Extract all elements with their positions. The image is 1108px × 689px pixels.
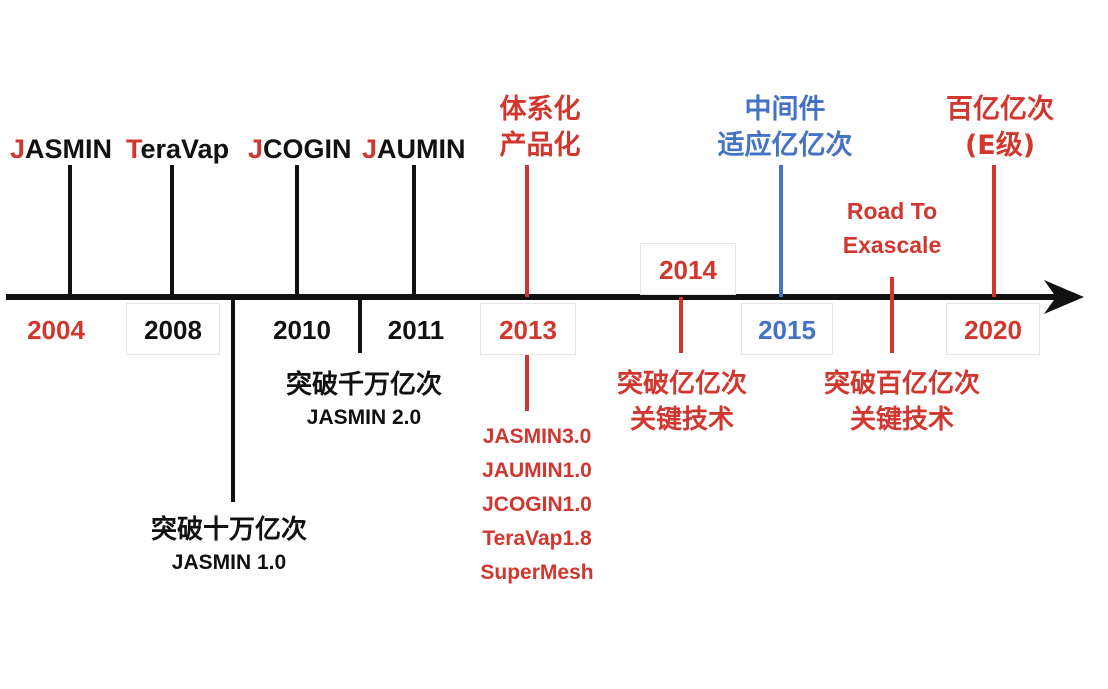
year-2020: 2020: [946, 303, 1040, 355]
year-2013: 2013: [480, 303, 576, 355]
milestone-2015-top: 中间件适应亿亿次: [717, 94, 853, 161]
year-2011: 2011: [366, 303, 466, 355]
year-2015: 2015: [741, 303, 833, 355]
product-jaumin: JAUMIN: [362, 134, 466, 164]
product-jcogin: JCOGIN: [248, 134, 352, 164]
product-jasmin: JASMIN: [10, 134, 113, 164]
year-2010: 2010: [250, 303, 354, 355]
milestone-below-2014: 突破亿亿次关键技术: [616, 369, 748, 435]
milestone-below-2010: 突破千万亿次 JASMIN 2.0: [285, 370, 443, 429]
product-teravap: TeraVap: [126, 134, 230, 164]
year-2014: 2014: [640, 243, 736, 295]
year-2004: 2004: [6, 303, 106, 355]
milestone-below-2013-products: JASMIN3.0 JAUMIN1.0 JCOGIN1.0 TeraVap1.8…: [480, 425, 594, 584]
axis-arrowhead: [1044, 280, 1084, 314]
milestone-below-2008: 突破十万亿次 JASMIN 1.0: [150, 515, 308, 574]
year-2008: 2008: [126, 303, 220, 355]
milestone-2020-top: 百亿亿次(E级): [946, 94, 1054, 161]
milestone-below-road: 突破百亿亿次关键技术: [823, 369, 981, 435]
milestone-2013-top: 体系化产品化: [499, 94, 581, 161]
